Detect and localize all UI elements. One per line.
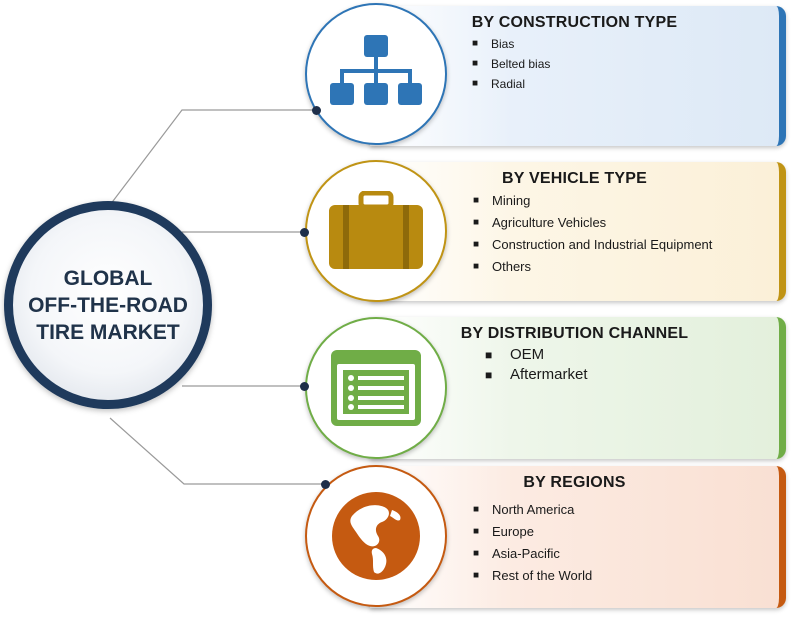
list-item: ■Belted bias [472,57,551,71]
list-item: ■Construction and Industrial Equipment [473,237,713,252]
construction-type-list: ■Bias ■Belted bias ■Radial [472,34,551,94]
regions-list: ■North America ■Europe ■Asia-Pacific ■Re… [473,499,593,587]
market-title: GLOBAL OFF-THE-ROAD TIRE MARKET [28,266,188,344]
list-item: ■Europe [473,524,534,539]
list-item: ■Bias [472,37,515,51]
list-item: ■Mining [473,193,531,208]
connector-dot [300,228,309,237]
distribution-icon-circle [305,317,447,459]
list-item: ■Asia-Pacific [473,546,560,561]
construction-type-title: BY CONSTRUCTION TYPE [471,14,678,31]
connector-dot [300,382,309,391]
globe-icon [332,492,420,580]
list-item: ■North America [473,502,575,517]
list-item: ■Radial [472,77,526,91]
regions-title: BY REGIONS [523,474,626,491]
hierarchy-icon [330,35,422,105]
list-item: ■Rest of the World [473,568,593,583]
list-item: ■Agriculture Vehicles [473,215,607,230]
list-item: ■Aftermarket [485,366,588,383]
briefcase-icon [329,191,423,269]
list-item: ■OEM [485,346,545,363]
vehicle-type-list: ■Mining ■Agriculture Vehicles ■Construct… [473,190,713,278]
distribution-channel-list: ■OEM ■Aftermarket [485,345,588,385]
regions-icon-circle [305,465,447,607]
connector-dot [321,480,330,489]
list-item: ■Others [473,259,532,274]
list-window-icon [331,350,421,426]
market-center-circle: GLOBAL OFF-THE-ROAD TIRE MARKET [4,201,212,409]
vehicle-type-title: BY VEHICLE TYPE [502,170,647,187]
connector-dot [312,106,321,115]
distribution-channel-title: BY DISTRIBUTION CHANNEL [460,325,689,342]
construction-icon-circle [305,3,447,145]
vehicle-icon-circle [305,160,447,302]
